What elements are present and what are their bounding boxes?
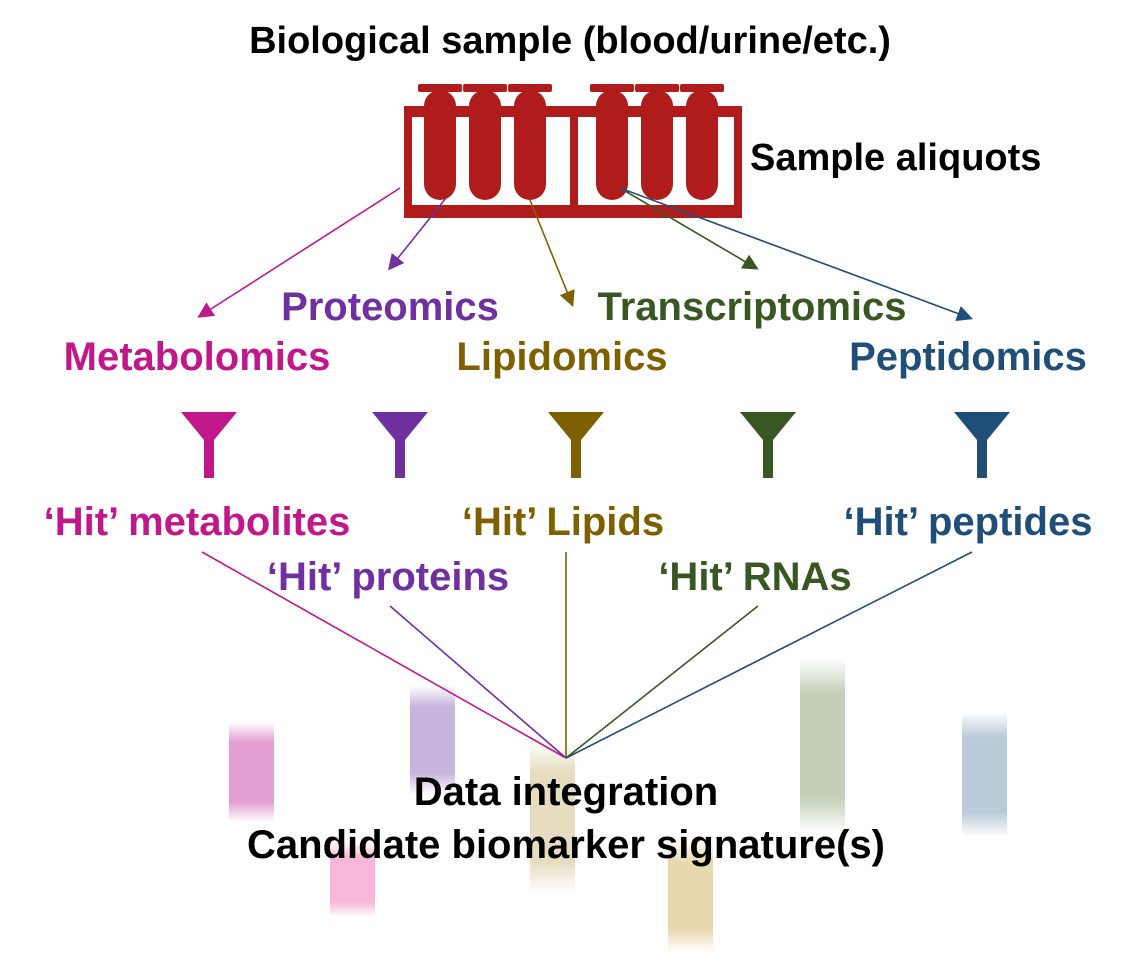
line-metabolites: [201, 551, 567, 759]
background-bars: [229, 658, 1007, 952]
line-rnas: [565, 605, 759, 759]
hit-peptides-label: ‘Hit’ peptides: [844, 500, 1093, 544]
arrow-to-metabolomics: [197, 187, 401, 318]
bg-bar-sage: [800, 658, 845, 833]
transcriptomics-label: Transcriptomics: [597, 285, 906, 329]
funnel-icon-proteomics: [372, 412, 428, 478]
rack-to-omics-arrows: [197, 187, 973, 322]
proteomics-label: Proteomics: [281, 285, 499, 329]
hit-proteins-label: ‘Hit’ proteins: [267, 555, 509, 599]
bg-bar-tan: [668, 840, 713, 952]
peptidomics-label: Peptidomics: [849, 335, 1087, 379]
arrow-to-peptidomics: [619, 187, 973, 322]
hit-metabolites-label: ‘Hit’ metabolites: [44, 500, 351, 544]
bg-bar-pink-light: [330, 842, 375, 917]
arrow-to-proteomics: [388, 197, 447, 271]
candidate-biomarker-label: Candidate biomarker signature(s): [247, 823, 885, 867]
converging-lines: [201, 551, 973, 759]
line-peptides: [565, 551, 973, 759]
bg-bar-steel: [962, 712, 1007, 837]
arrow-to-transcriptomics: [619, 187, 759, 270]
bg-bar-lavender: [410, 685, 455, 795]
arrow-to-lipidomics: [529, 199, 575, 307]
data-integration-label: Data integration: [414, 770, 718, 814]
hit-lipids-label: ‘Hit’ Lipids: [462, 500, 664, 544]
funnel-icon-metabolomics: [181, 412, 237, 478]
hit-rnas-label: ‘Hit’ RNAs: [658, 555, 851, 599]
lipidomics-label: Lipidomics: [456, 335, 667, 379]
sample-aliquots-label: Sample aliquots: [750, 137, 1041, 179]
funnel-icon-transcriptomics: [740, 412, 796, 478]
bg-bar-pink: [229, 722, 274, 822]
funnel-icon-peptidomics: [954, 412, 1010, 478]
line-proteins: [389, 605, 567, 759]
bg-bar-beige: [530, 742, 575, 892]
metabolomics-label: Metabolomics: [64, 335, 331, 379]
funnel-icon-lipidomics: [548, 412, 604, 478]
diagram-title: Biological sample (blood/urine/etc.): [249, 20, 891, 62]
test-tube-rack-icon: [404, 84, 742, 218]
